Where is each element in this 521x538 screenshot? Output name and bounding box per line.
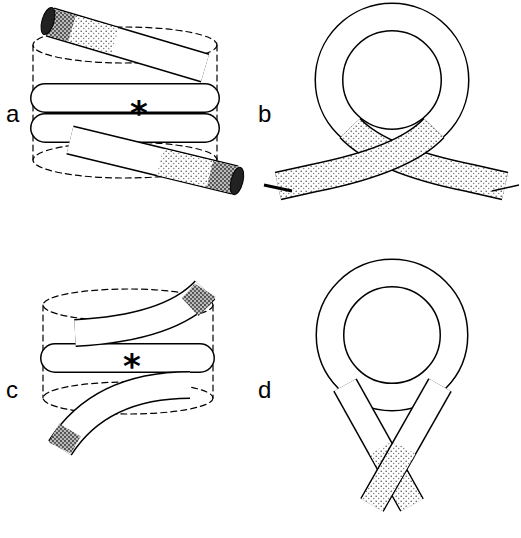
- panel-letter: a: [6, 102, 19, 126]
- panel-letter: b: [258, 102, 271, 126]
- panel-d-ring: [330, 273, 454, 505]
- asterisk-mark: *: [123, 349, 141, 383]
- panel-b-ring: [264, 17, 519, 191]
- asterisk-mark: *: [130, 96, 148, 130]
- panel-a-coil: [33, 6, 246, 196]
- panel-letter: c: [6, 378, 18, 402]
- panel-letter: d: [258, 378, 271, 402]
- panel-c-coil: [43, 289, 213, 448]
